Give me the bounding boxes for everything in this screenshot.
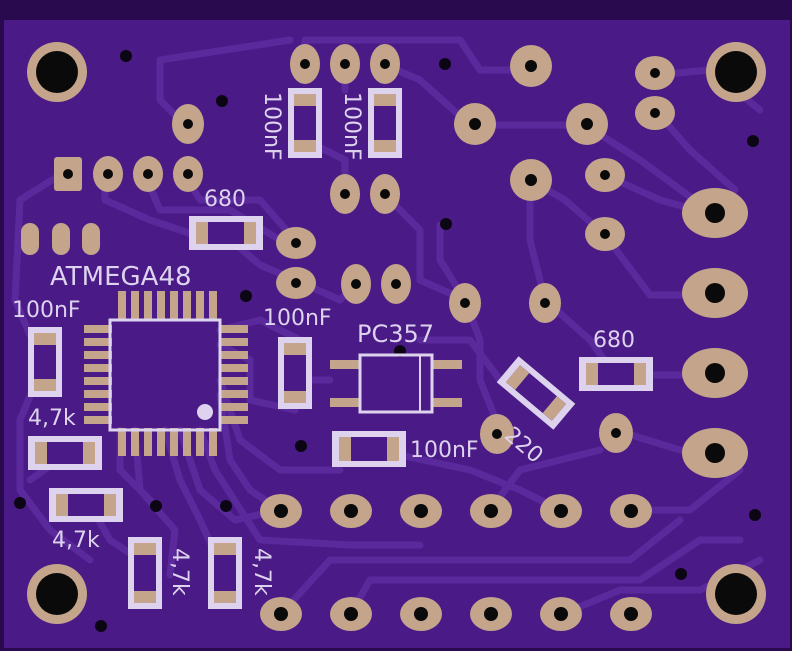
mcu-label: ATMEGA48	[50, 262, 192, 292]
r-47k-c-label: 4,7k	[167, 548, 192, 596]
r-47k-a-label: 4,7k	[28, 406, 76, 431]
opto-label: PC357	[357, 320, 435, 348]
pc357-opto	[330, 353, 462, 414]
r-680-right-label: 680	[593, 328, 635, 353]
c-mid-label: 100nF	[263, 306, 332, 331]
connector-holes	[705, 203, 725, 463]
pin1-marker	[197, 404, 213, 420]
atmega48-chip	[84, 291, 248, 456]
c-bottom-label: 100nF	[410, 438, 479, 463]
r-47k-d-label: 4,7k	[249, 548, 274, 596]
pad-drill-holes	[63, 59, 660, 439]
mounting-holes	[27, 42, 766, 624]
r-47k-b-label: 4,7k	[52, 528, 100, 553]
smd-components	[28, 88, 653, 609]
r-680-top-label: 680	[204, 187, 246, 212]
c-top-left-label: 100nF	[259, 92, 284, 161]
c-left-label: 100nF	[12, 298, 81, 323]
header-pads	[260, 494, 652, 631]
c-top-right-label: 100nF	[339, 92, 364, 161]
